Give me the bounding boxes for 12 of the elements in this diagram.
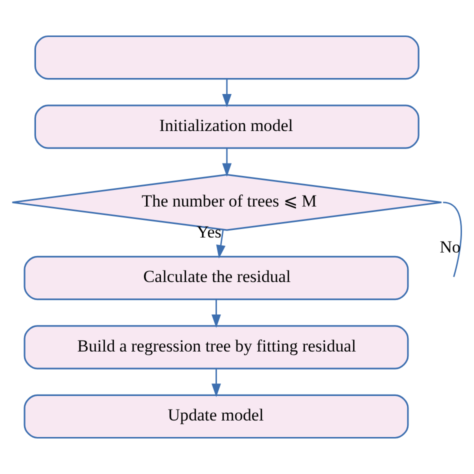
node-box: Build a regression tree by fitting residual <box>24 325 409 370</box>
node-box: Update model <box>24 394 409 439</box>
node-box <box>34 35 420 80</box>
edge-label: No <box>440 237 461 256</box>
connector <box>442 202 462 278</box>
arrow <box>222 148 232 177</box>
node-box: Initialization model <box>34 104 420 149</box>
node-box: Calculate the residual <box>24 256 409 300</box>
arrow <box>216 230 226 259</box>
arrow <box>212 300 221 328</box>
arrow <box>222 79 232 108</box>
arrow <box>212 368 221 398</box>
